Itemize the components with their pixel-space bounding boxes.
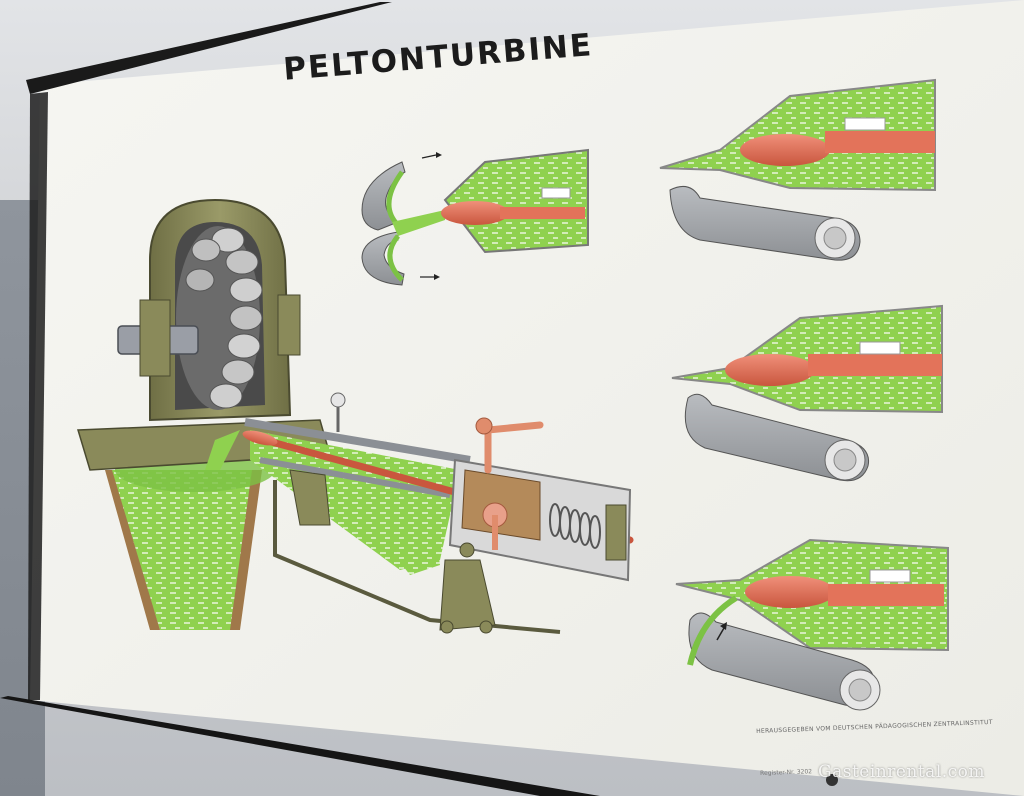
lever-bracket — [439, 559, 496, 631]
deflected-water — [330, 470, 440, 575]
site-watermark: Gasteinrental.com — [818, 762, 986, 782]
split-flow-lower — [387, 234, 404, 282]
bucket-2 — [684, 393, 870, 482]
needle-rod-2 — [808, 354, 942, 376]
bucket-1 — [669, 185, 861, 261]
top-roller — [26, 2, 392, 94]
pipe-wall-top — [244, 418, 471, 464]
left-edge — [28, 92, 48, 700]
guide-1 — [844, 117, 886, 131]
lever-support — [289, 469, 331, 526]
needle-1 — [740, 134, 830, 166]
pit-wall-left — [105, 470, 160, 630]
bearing-right — [277, 294, 301, 356]
deflector-lever — [273, 480, 561, 634]
nozzle-detail-partial — [671, 304, 943, 482]
needle-3 — [745, 576, 835, 608]
nozzle-assembly — [242, 392, 634, 634]
bucket-split-detail — [361, 148, 589, 286]
pressure-gauge — [330, 392, 346, 408]
nozzle-detail-deflected — [675, 538, 949, 711]
pit-wall-right — [230, 470, 262, 630]
guide-3 — [869, 569, 911, 583]
needle-2 — [725, 354, 815, 386]
lever-pivot-top — [459, 542, 475, 558]
nozzle-detail-open — [659, 78, 936, 261]
guide-small — [541, 187, 571, 199]
arrow-up-right — [421, 154, 437, 159]
bearing-block — [139, 299, 171, 377]
tailrace-water — [110, 470, 255, 630]
lever-pivot-right — [479, 620, 493, 634]
incoming-jet — [392, 210, 445, 236]
end-cap — [605, 504, 627, 561]
needle-rod-3 — [828, 584, 944, 606]
publisher-logo-icon — [826, 774, 838, 786]
guide-2 — [859, 341, 901, 355]
jet-water — [205, 430, 240, 470]
pipe-wall-bottom — [259, 457, 451, 498]
needle-tip — [242, 430, 278, 446]
lever-pivot-left — [440, 620, 454, 634]
pelton-runner — [176, 226, 263, 410]
arrow-deflect — [716, 627, 725, 641]
needle-rod-small — [500, 207, 585, 219]
nozzle-small — [443, 148, 589, 254]
needle-rod-1 — [825, 131, 935, 153]
needle-small — [441, 201, 509, 225]
bottom-roller — [0, 696, 600, 796]
crank-knob — [475, 417, 493, 435]
spring — [549, 503, 601, 549]
deflected-jet — [687, 595, 738, 666]
